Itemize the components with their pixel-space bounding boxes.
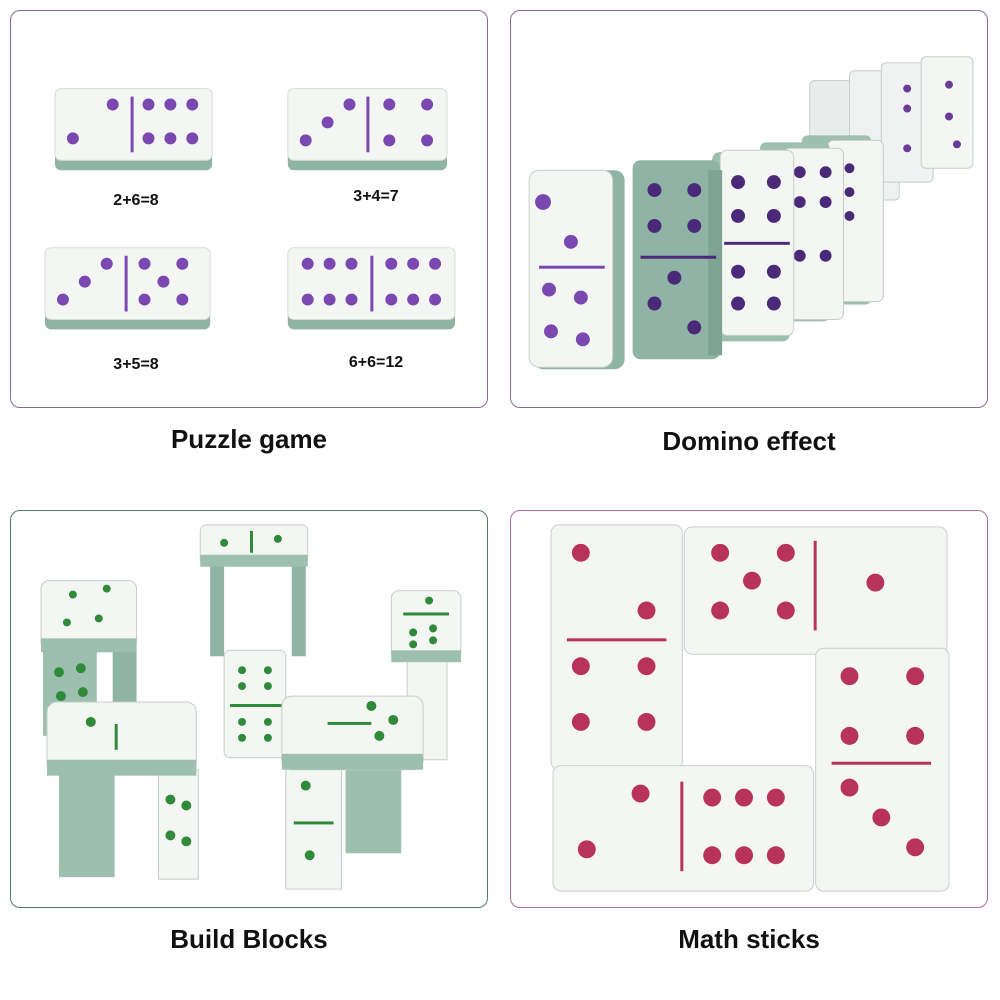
domino-effect-caption: Domino effect xyxy=(662,426,836,456)
front-domino xyxy=(528,169,625,370)
math-sticks-caption: Math sticks xyxy=(678,924,820,954)
domino-tile-3-4 xyxy=(287,88,448,171)
domino-arch xyxy=(46,701,199,880)
standing-domino xyxy=(712,149,795,342)
equation-label: 3+4=7 xyxy=(353,188,399,205)
standing-domino xyxy=(759,142,845,322)
standing-domino xyxy=(223,649,287,759)
puzzle-game-illustration xyxy=(44,88,456,330)
domino-effect-panel xyxy=(510,10,988,408)
equation-label: 2+6=8 xyxy=(113,192,159,209)
equation-label: 6+6=12 xyxy=(348,354,404,371)
domino-tile-3-5 xyxy=(44,247,211,330)
domino-arch xyxy=(199,524,309,657)
domino-tile xyxy=(683,526,948,655)
domino-arch xyxy=(281,695,424,890)
domino-tile xyxy=(815,647,950,892)
domino-effect-illustration xyxy=(528,56,974,370)
domino-tile xyxy=(550,524,683,771)
domino-tile-2-6 xyxy=(54,88,213,171)
puzzle-game-panel: 2+6=8 3+4=7 3+5=8 6+6=12 xyxy=(10,10,488,408)
math-sticks-panel xyxy=(510,510,988,908)
build-blocks-illustration xyxy=(40,524,462,890)
equation-label: 3+5=8 xyxy=(113,356,159,373)
math-sticks-illustration xyxy=(550,524,950,892)
standing-domino xyxy=(632,160,723,360)
puzzle-game-caption: Puzzle game xyxy=(170,424,328,454)
domino-tile-6-6 xyxy=(287,247,456,330)
build-blocks-caption: Build Blocks xyxy=(170,924,328,954)
domino-tile xyxy=(552,765,815,892)
domino-arch xyxy=(390,590,462,761)
build-blocks-panel xyxy=(10,510,488,908)
